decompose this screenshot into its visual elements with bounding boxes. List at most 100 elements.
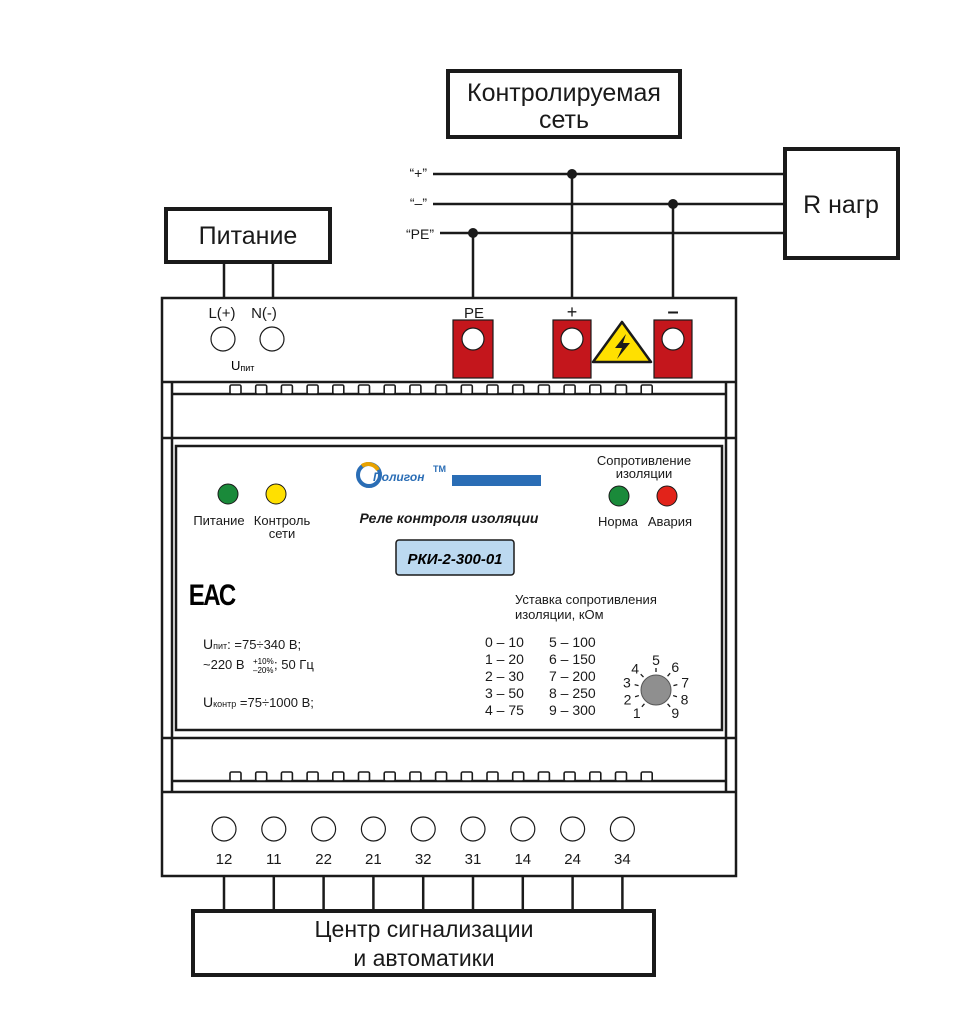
brand-bar <box>452 475 541 486</box>
bottom-terminal-label: 12 <box>216 851 233 868</box>
vent-slot <box>640 771 654 782</box>
vent-slot <box>511 771 525 782</box>
setting-knob[interactable] <box>640 674 672 706</box>
bottom-terminal-label: 32 <box>415 851 432 868</box>
load-label: R нагр <box>803 191 879 219</box>
bottom-terminal-label: 31 <box>465 851 482 868</box>
dial-tick <box>634 694 640 698</box>
bottom-terminal-label: 11 <box>266 851 282 868</box>
dial-tick <box>672 694 678 698</box>
bottom-terminal-label: 21 <box>365 851 382 868</box>
product-name: Реле контроля изоляции <box>360 510 539 526</box>
vent-slot <box>229 771 242 782</box>
power-box: Питание <box>164 207 332 264</box>
eac-mark: EAC <box>189 577 236 611</box>
bottom-terminal-screw <box>460 816 486 842</box>
bottom-terminal-screw <box>559 816 586 842</box>
bottom-terminal-label: 34 <box>614 851 631 868</box>
high-voltage-warning-icon <box>591 320 653 364</box>
dial-tick <box>667 672 671 677</box>
vent-slot <box>486 384 499 395</box>
spec-line-3: Uконтр =75÷1000 В; <box>203 694 314 710</box>
alarm-led-label: Авария <box>648 514 692 529</box>
resistance-header-line2: изоляции <box>616 466 673 481</box>
vent-slot <box>306 384 319 395</box>
setting-table-entry: 7 – 200 <box>549 668 596 684</box>
vent-slot <box>588 384 602 395</box>
dial-tick <box>634 684 639 687</box>
power-label: Питание <box>199 222 298 250</box>
vent-slot <box>511 384 525 395</box>
setting-table-entry: 2 – 30 <box>485 668 524 684</box>
alarm-led <box>656 485 678 507</box>
signal-center-label-line2: и автоматики <box>353 945 494 971</box>
vent-slot <box>434 384 448 395</box>
signal-center-box: Центр сигнализации и автоматики <box>191 909 656 977</box>
spec-tolerance-upper: +10% <box>253 657 274 666</box>
vent-slot <box>331 771 345 782</box>
vent-slot <box>614 771 628 782</box>
network-led-label-line1: Контроль <box>254 513 311 528</box>
brand-logo: Полигон TM <box>356 462 541 488</box>
vent-slot <box>563 384 576 395</box>
setting-table-entry: 1 – 20 <box>485 651 524 667</box>
terminal-plus-screw <box>560 327 584 351</box>
dial-tick <box>673 684 678 687</box>
dial-number: 4 <box>631 660 639 676</box>
spec-tolerance-lower: –20% <box>253 666 273 675</box>
bottom-terminal-label: 14 <box>514 851 531 868</box>
vent-slot <box>588 771 602 782</box>
bottom-terminal-label: 24 <box>564 851 581 868</box>
load-box: R нагр <box>783 147 900 260</box>
line-pe-label: “PE” <box>406 226 434 242</box>
vent-slot <box>434 771 448 782</box>
network-led-label-line2: сети <box>269 526 296 541</box>
terminal-minus-label: – <box>667 301 678 323</box>
dial-number: 2 <box>624 691 632 707</box>
vent-slot <box>460 384 474 395</box>
terminal-minus-screw <box>661 327 685 351</box>
setting-table-entry: 8 – 250 <box>549 685 596 701</box>
model-badge: РКИ-2-300-01 <box>395 539 515 576</box>
dial-tick <box>640 673 644 678</box>
terminal-n-label: N(-) <box>251 305 277 322</box>
bottom-terminal-screw <box>360 816 386 842</box>
network-lines: “+” “–” “PE” <box>222 165 785 298</box>
bottom-terminal-screw <box>510 816 536 842</box>
power-led <box>217 483 239 505</box>
spec-line-1: Uпит: =75÷340 В; <box>203 636 301 652</box>
terminal-l-screw <box>210 326 236 352</box>
setting-table-entry: 4 – 75 <box>485 702 524 718</box>
vent-slot <box>280 771 294 782</box>
setting-table-entry: 3 – 50 <box>485 685 524 701</box>
vent-slot <box>640 384 654 395</box>
bottom-terminal-screw <box>261 816 287 842</box>
setting-table-entry: 6 – 150 <box>549 651 596 667</box>
monitored-network-box: Контролируемая сеть <box>446 69 682 139</box>
network-control-led <box>265 483 287 505</box>
vent-slot <box>563 771 576 782</box>
bottom-terminal-screw <box>410 816 436 842</box>
spec-line-2-rest: ; 50 Гц <box>274 657 314 672</box>
vent-slot <box>280 384 294 395</box>
terminal-n-screw <box>259 326 285 352</box>
dial-number: 9 <box>671 705 679 721</box>
terminal-l-label: L(+) <box>208 305 235 322</box>
power-led-label: Питание <box>193 513 244 528</box>
top-terminal-block: L(+) N(-) Uпит PE + – <box>208 301 693 379</box>
monitored-network-label-line2: сеть <box>539 106 589 134</box>
vent-slot <box>409 384 422 395</box>
dial-number: 7 <box>681 675 689 691</box>
line-plus-label: “+” <box>410 165 428 181</box>
vent-slot <box>254 384 268 395</box>
vent-slot <box>537 771 551 782</box>
vent-slot <box>357 384 371 395</box>
dial-tick <box>641 703 645 708</box>
bottom-terminal-screw <box>311 816 337 842</box>
vent-slots-top <box>229 384 654 395</box>
vent-slot <box>614 384 628 395</box>
signal-center-label-line1: Центр сигнализации <box>315 916 534 942</box>
setting-header-line1: Уставка сопротивления <box>515 592 657 607</box>
